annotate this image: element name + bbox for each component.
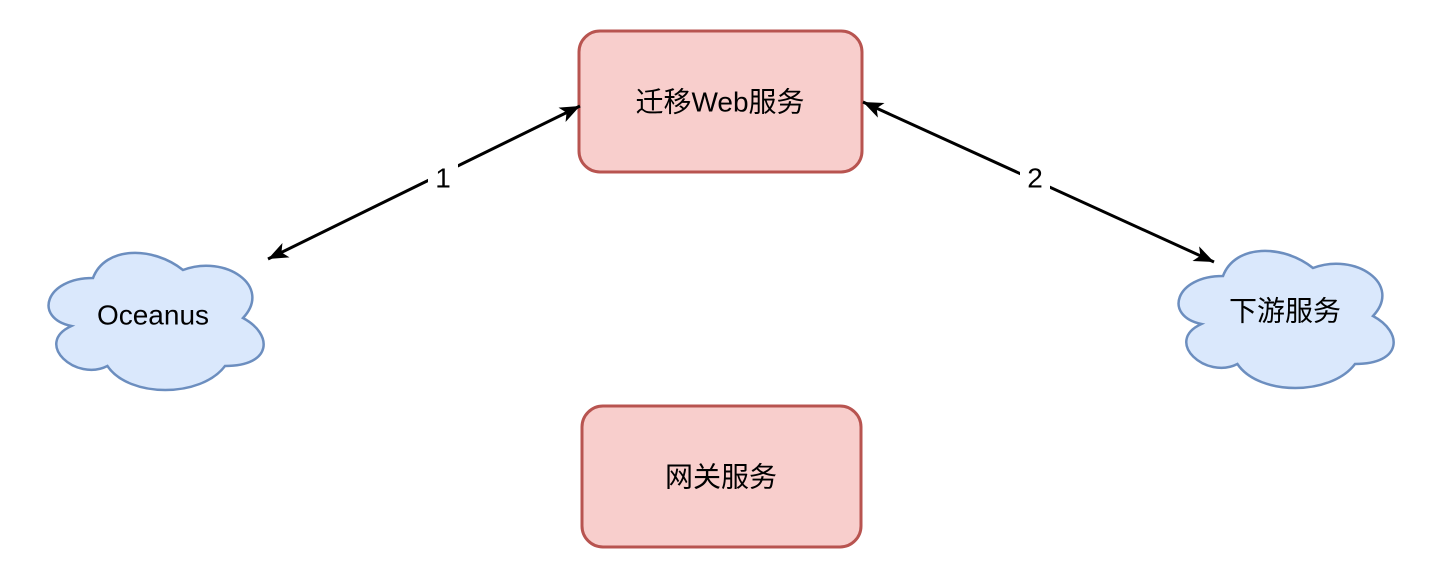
gateway-service-box — [580, 404, 863, 549]
edge-web-service-to-downstream: 2 — [862, 100, 1215, 264]
edge-1-label: 1 — [435, 163, 451, 194]
edge-2-label-background — [1020, 158, 1050, 196]
node-downstream-service: 下游服务 — [1177, 249, 1395, 390]
node-migration-web-service: 迁移Web服务 — [577, 29, 864, 174]
node-oceanus: Oceanus — [47, 251, 265, 392]
node-gateway-service: 网关服务 — [580, 404, 863, 549]
oceanus-cloud-shape — [47, 251, 265, 392]
migration-web-service-label: 迁移Web服务 — [635, 87, 804, 118]
migration-web-service-box — [577, 29, 864, 174]
gateway-service-label: 网关服务 — [665, 462, 777, 493]
edge-1-label-background — [428, 158, 458, 196]
downstream-cloud-shape — [1177, 249, 1395, 390]
downstream-service-label: 下游服务 — [1229, 296, 1341, 327]
edge-oceanus-to-web-service: 1 — [267, 104, 581, 261]
edge-2-label: 2 — [1027, 163, 1043, 194]
edge-1-line — [267, 104, 581, 261]
oceanus-label: Oceanus — [97, 300, 209, 331]
